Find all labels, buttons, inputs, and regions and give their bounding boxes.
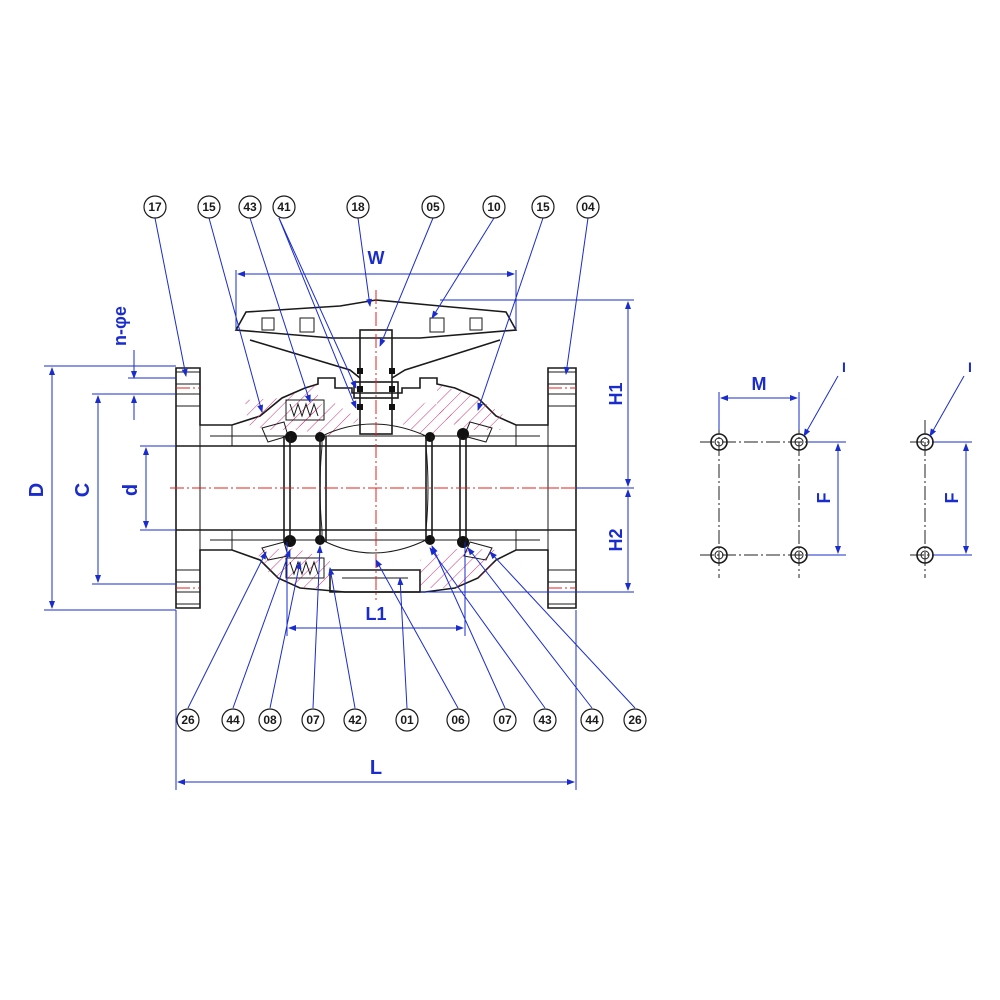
bolt-hole bbox=[916, 546, 934, 564]
svg-text:26: 26 bbox=[628, 713, 642, 727]
dim-label-H1: H1 bbox=[606, 382, 626, 405]
dim-label-I-two-hole: I bbox=[968, 359, 972, 375]
callout-07-left: 07 bbox=[301, 708, 325, 732]
dim-label-H2: H2 bbox=[606, 528, 626, 551]
svg-text:17: 17 bbox=[148, 200, 162, 214]
svg-text:01: 01 bbox=[400, 713, 414, 727]
mounting-base bbox=[329, 569, 421, 593]
svg-text:41: 41 bbox=[277, 200, 291, 214]
callout-15-right: 15 bbox=[531, 195, 555, 219]
callout-44-left: 44 bbox=[221, 708, 245, 732]
callout-26-left: 26 bbox=[176, 708, 200, 732]
callout-07-right: 07 bbox=[493, 708, 517, 732]
callout-15-left: 15 bbox=[197, 195, 221, 219]
callout-26-right: 26 bbox=[623, 708, 647, 732]
svg-text:05: 05 bbox=[426, 200, 440, 214]
svg-text:07: 07 bbox=[498, 713, 512, 727]
bolt-hole bbox=[710, 546, 728, 564]
svg-text:10: 10 bbox=[487, 200, 501, 214]
svg-text:15: 15 bbox=[202, 200, 216, 214]
dim-label-F-two-hole: F bbox=[942, 493, 962, 504]
dim-label-L: L bbox=[370, 757, 382, 779]
callouts-bottom: 26 44 08 07 42 01 06 07 43 44 26 bbox=[176, 708, 647, 732]
dim-label-L1: L1 bbox=[365, 604, 386, 624]
callout-05: 05 bbox=[421, 195, 445, 219]
callout-01: 01 bbox=[395, 708, 419, 732]
svg-text:26: 26 bbox=[181, 713, 195, 727]
svg-text:08: 08 bbox=[263, 713, 277, 727]
seat-rods bbox=[283, 436, 467, 542]
callout-18: 18 bbox=[346, 195, 370, 219]
callout-17: 17 bbox=[143, 195, 167, 219]
bolt-pattern-four-hole: M F I bbox=[700, 359, 846, 578]
seat-seals bbox=[261, 421, 493, 561]
seat-carriers bbox=[285, 399, 325, 579]
dim-label-C: C bbox=[72, 483, 94, 497]
callout-43-bottom: 43 bbox=[533, 708, 557, 732]
svg-text:04: 04 bbox=[581, 200, 595, 214]
dimension-labels: D C d n-φe W H1 H2 L1 L bbox=[26, 248, 626, 779]
callout-04: 04 bbox=[576, 195, 600, 219]
bolt-hole bbox=[790, 433, 808, 451]
callout-10: 10 bbox=[482, 195, 506, 219]
callouts-top: 17 15 43 41 18 05 10 15 04 bbox=[143, 195, 600, 219]
leader-lines bbox=[154, 217, 636, 709]
bolt-hole bbox=[710, 433, 728, 451]
dim-label-n-phi-e: n-φe bbox=[110, 306, 130, 346]
centerlines bbox=[170, 290, 620, 600]
svg-text:44: 44 bbox=[226, 713, 240, 727]
callout-08: 08 bbox=[258, 708, 282, 732]
dim-label-W: W bbox=[368, 248, 385, 268]
svg-text:06: 06 bbox=[451, 713, 465, 727]
svg-text:42: 42 bbox=[348, 713, 362, 727]
svg-text:44: 44 bbox=[585, 713, 599, 727]
callout-44-right: 44 bbox=[580, 708, 604, 732]
svg-text:18: 18 bbox=[351, 200, 365, 214]
callout-06: 06 bbox=[446, 708, 470, 732]
callout-42: 42 bbox=[343, 708, 367, 732]
svg-text:07: 07 bbox=[306, 713, 320, 727]
bolt-pattern-two-hole: F I bbox=[910, 359, 972, 578]
svg-text:43: 43 bbox=[243, 200, 257, 214]
callout-43-top: 43 bbox=[238, 195, 262, 219]
dim-label-M: M bbox=[752, 374, 767, 394]
dim-label-F-four-hole: F bbox=[814, 493, 834, 504]
bolt-hole bbox=[790, 546, 808, 564]
callout-41: 41 bbox=[272, 195, 296, 219]
dim-label-d: d bbox=[120, 484, 142, 496]
svg-text:15: 15 bbox=[536, 200, 550, 214]
dim-label-I-four-hole: I bbox=[842, 359, 846, 375]
bolt-hole bbox=[916, 433, 934, 451]
dim-label-D: D bbox=[26, 483, 48, 497]
svg-text:43: 43 bbox=[538, 713, 552, 727]
